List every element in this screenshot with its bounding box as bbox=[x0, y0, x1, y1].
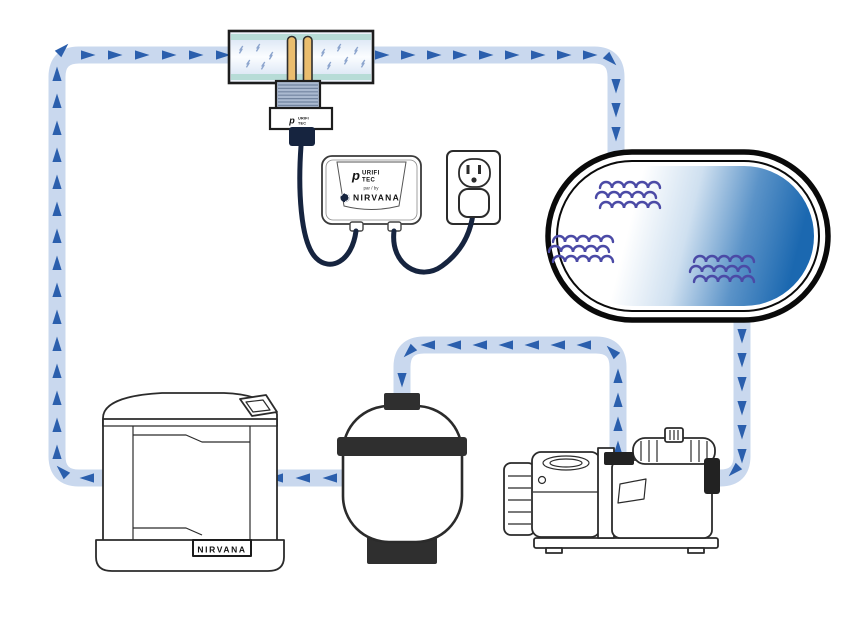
pump-foot-right bbox=[687, 547, 705, 554]
purifier-label-monogram: p bbox=[288, 116, 295, 126]
pool bbox=[545, 149, 831, 323]
filter-top-port bbox=[384, 393, 420, 410]
purifier-cell: p URIFI TEC bbox=[227, 29, 375, 131]
power-cable-wire bbox=[391, 211, 476, 275]
controlbox-byline: par / by bbox=[363, 186, 379, 191]
pump-base-plate bbox=[533, 537, 719, 549]
heat-pump-nameplate bbox=[192, 539, 252, 557]
pump-outlet-fitting bbox=[604, 452, 634, 465]
strainer-lid-ribs bbox=[640, 440, 708, 462]
heat-pump-nameplate-label: NIRVANA bbox=[197, 545, 246, 555]
electrode-plug bbox=[289, 127, 315, 146]
copper-electrode-right bbox=[302, 35, 313, 88]
outlet-slot-left bbox=[466, 165, 470, 174]
motor-vent-outer bbox=[542, 455, 590, 471]
pump-volute bbox=[611, 459, 713, 539]
control-box: p URIFI TEC par / by NIRVANA bbox=[321, 155, 422, 232]
control-box-case-inner bbox=[325, 159, 418, 221]
purifier-label-word-bottom: TEC bbox=[298, 122, 306, 126]
controlbox-logo-word-bottom: TEC bbox=[362, 178, 375, 184]
pump-label-sticker bbox=[617, 478, 647, 504]
electrode-cable-wire bbox=[297, 143, 359, 267]
heat-pump-display-screen bbox=[245, 399, 271, 413]
motor-vent-inner bbox=[549, 458, 583, 468]
power-cable bbox=[391, 188, 490, 275]
heat-pump-base bbox=[95, 539, 285, 572]
outlet-top-receptacle bbox=[458, 158, 491, 188]
outlet-ground-hole bbox=[471, 177, 477, 183]
filter-vessel bbox=[341, 404, 464, 544]
tube-lining-bottom bbox=[231, 74, 371, 80]
nirvana-fan-icon bbox=[340, 192, 350, 203]
copper-electrode-left bbox=[286, 35, 297, 88]
heat-pump: NIRVANA bbox=[95, 392, 285, 572]
pump-inlet-fitting bbox=[704, 458, 720, 494]
motor-button bbox=[537, 475, 547, 485]
controlbox-logo-monogram: p bbox=[351, 168, 360, 183]
power-plug bbox=[458, 188, 490, 218]
pump-foot-left bbox=[545, 547, 563, 554]
heat-pump-body bbox=[102, 418, 278, 542]
controlbox-logo-word-top: URIFI bbox=[362, 171, 380, 177]
filter-tank bbox=[337, 393, 467, 564]
tube-water bbox=[231, 40, 371, 74]
electrode-cable bbox=[289, 127, 359, 267]
filter-clamp-band bbox=[337, 437, 467, 456]
pool-pump bbox=[503, 427, 720, 554]
tube-lining-top bbox=[231, 34, 371, 40]
heat-pump-panel-bottom-edge bbox=[133, 527, 203, 536]
pump-motor-body bbox=[531, 451, 601, 538]
heat-pump-panel-top-edge bbox=[133, 434, 250, 443]
purifier-label-word-top: URIFI bbox=[298, 117, 309, 121]
control-box-faceplate bbox=[336, 161, 407, 210]
controlbox-brand: NIRVANA bbox=[353, 193, 400, 203]
outlet-slot-right bbox=[478, 165, 481, 174]
fitting-threads bbox=[278, 84, 318, 107]
